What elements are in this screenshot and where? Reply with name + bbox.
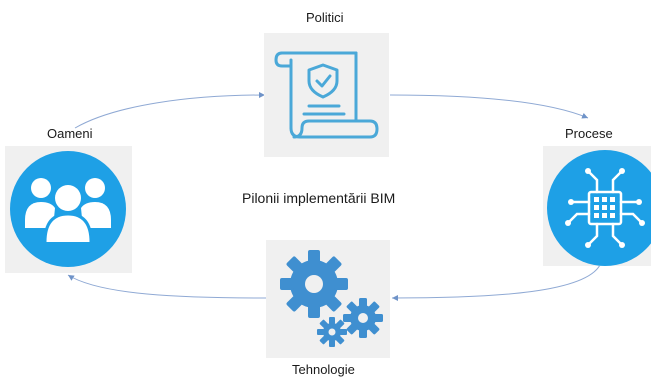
diagram-center-title: Pilonii implementării BIM [242,190,396,206]
node-label-politici: Politici [306,10,344,25]
node-label-procese: Procese [565,126,613,141]
people-group-icon [10,151,126,267]
node-label-tehnologie: Tehnologie [292,362,355,377]
node-procese [543,146,651,266]
gears-icon [280,250,383,347]
arrow-oameni-to-politici [74,92,266,129]
node-politici [264,33,389,157]
node-tehnologie [266,240,390,358]
policy-document-shield-icon [274,51,379,139]
circuit-chip-icon [547,150,651,266]
arrow-procese-to-tehnologie [391,264,601,301]
arrow-politici-to-procese [389,94,589,119]
node-oameni [5,146,132,273]
arrow-tehnologie-to-oameni [67,274,269,299]
node-label-oameni: Oameni [47,126,93,141]
